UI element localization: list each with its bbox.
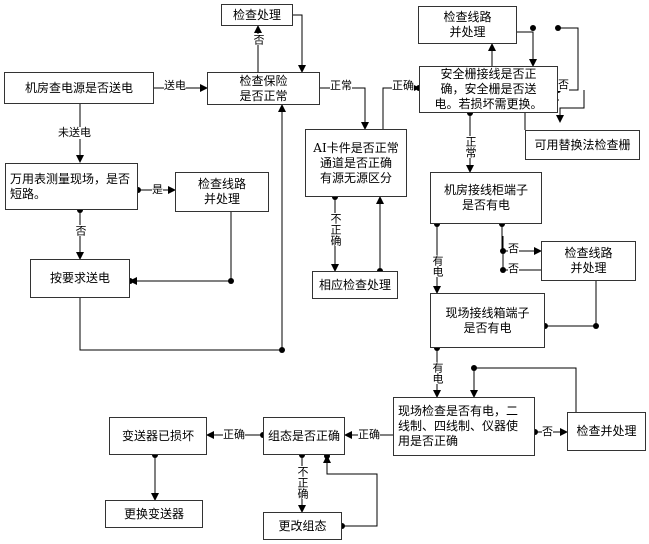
label-config-incorrect: 不正确 <box>296 466 309 499</box>
check-line-fix-right-box: 检查线路 并处理 <box>541 241 636 281</box>
label-not-sent: 未送电 <box>58 126 91 139</box>
edge-barrier-no <box>556 90 585 123</box>
multimeter-box: 万用表测量现场，是否 短路。 <box>5 163 138 210</box>
label-field-box-has-power: 有电 <box>431 362 444 384</box>
replace-transmitter-box: 更换变送器 <box>105 500 203 528</box>
label-ai-incorrect: 不正确 <box>329 213 342 246</box>
edge-handled-back-to-fuse <box>293 14 306 73</box>
edge-fuse-normal <box>320 87 369 130</box>
ai-card-box: AI卡件是否正常 通道是否正确 有源无源区分 <box>305 129 407 197</box>
label-ai-correct: 正确 <box>392 79 414 92</box>
label-barrier-normal: 正常 <box>464 136 477 158</box>
label-short-yes: 是 <box>152 183 163 196</box>
label-fuse-normal: 正常 <box>330 79 352 92</box>
config-ok-box: 组态是否正确 <box>263 417 345 455</box>
send-power-box: 按要求送电 <box>30 259 130 298</box>
field-box-terminal-box: 现场接线箱端子 是否有电 <box>430 293 545 348</box>
label-short-no: 否 <box>74 225 87 236</box>
label-send: 送电 <box>164 79 186 92</box>
check-fuse-box: 检查保险 是否正常 <box>207 72 320 105</box>
field-check-box: 现场检查是否有电，二 线制、四线制、仪器使 用是否正确 <box>393 397 535 456</box>
edge-send-to-fuse <box>79 104 286 351</box>
corresponding-check-box: 相应检查处理 <box>312 271 398 299</box>
cabinet-terminal-box: 机房接线柜端子 是否有电 <box>430 172 542 224</box>
edge-ai-correct <box>382 84 420 129</box>
check-line-fix-top-box: 检查线路 并处理 <box>418 6 517 44</box>
check-and-handle-box: 检查并处理 <box>567 412 646 451</box>
label-field-check-no: 否 <box>542 425 553 438</box>
check-line-fix-left-box: 检查线路 并处理 <box>175 172 269 212</box>
label-field-check-correct: 正确 <box>358 428 380 441</box>
edge-handle-back-field <box>470 367 577 412</box>
label-config-correct: 正确 <box>223 428 245 441</box>
edge-modify-back-config <box>323 455 378 527</box>
check-handle-top-box: 检查处理 <box>221 4 293 26</box>
label-cabinet-no: 否 <box>508 242 519 255</box>
machine-power-box: 机房查电源是否送电 <box>4 72 154 104</box>
label-barrier-no: 否 <box>558 78 569 91</box>
safety-barrier-box: 安全栅接线是否正 确，安全栅是否送 电。若损坏需更换。 <box>419 66 558 113</box>
label-cabinet-has-power: 有电 <box>431 255 444 277</box>
replace-test-box: 可用替换法检查栅 <box>525 130 640 160</box>
label-fuse-no: 否 <box>252 34 265 45</box>
edge-line-back-barrier <box>517 31 537 67</box>
transmitter-broken-box: 变送器已损坏 <box>109 417 207 455</box>
label-field-box-no: 否 <box>508 262 519 275</box>
edge-fixed-to-send <box>129 212 232 285</box>
modify-config-box: 更改组态 <box>263 512 342 540</box>
